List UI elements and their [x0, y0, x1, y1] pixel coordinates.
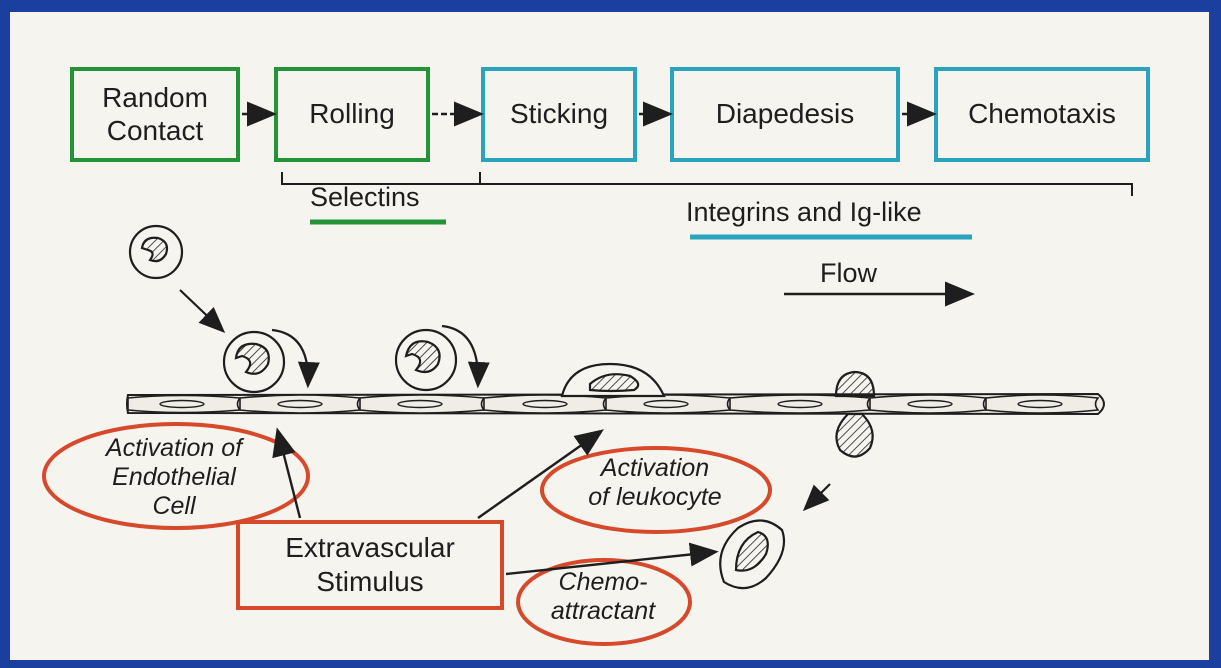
leukocyte-rolling-1 [224, 332, 284, 392]
diagram-art [10, 12, 1209, 660]
activation-leukocyte-ellipse [542, 448, 770, 532]
leukocyte-rolling-2 [396, 330, 456, 390]
migration-arrow [806, 484, 830, 508]
diagram-frame: Random Contact Rolling Sticking Diapedes… [10, 12, 1209, 660]
leukocyte-free [130, 226, 182, 278]
approach-arrow [180, 290, 222, 330]
red-ellipses [44, 424, 770, 644]
molecule-brackets [282, 172, 1132, 196]
chemoattractant-ellipse [518, 560, 690, 644]
leukocyte-sticking [562, 364, 664, 396]
activation-endothelial-ellipse [44, 424, 308, 528]
stimulus-arrows [278, 432, 714, 574]
leukocyte-chemotaxis [720, 520, 784, 588]
